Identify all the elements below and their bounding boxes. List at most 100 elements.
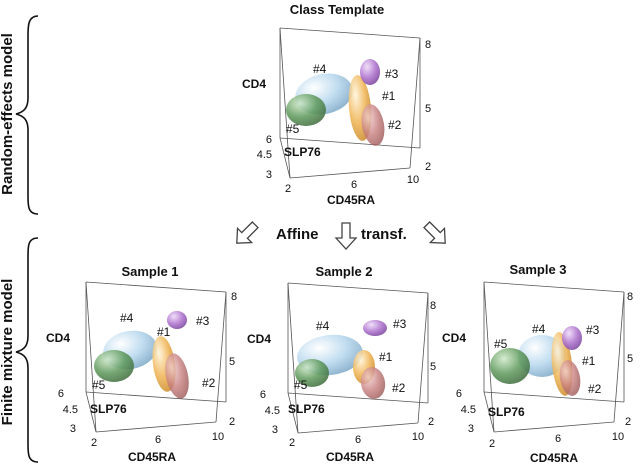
cd4-tick: 5 <box>627 353 633 365</box>
cluster-label-c5: #5 <box>286 122 300 136</box>
cluster-label-c2: #2 <box>202 376 216 390</box>
cluster-label-c3: #3 <box>385 67 399 81</box>
panel-title: Class Template <box>290 2 384 17</box>
cd4-tick: 8 <box>627 291 633 303</box>
cd45ra-tick: 2 <box>289 437 295 449</box>
cluster-ellipse-c5 <box>94 350 134 382</box>
cd4-tick: 2 <box>425 161 431 173</box>
cluster-ellipse-c5 <box>286 94 326 126</box>
cd45ra-tick: 6 <box>355 434 361 446</box>
cd45ra-tick: 6 <box>155 434 161 446</box>
cd4-tick: 2 <box>428 416 434 428</box>
cluster-label-c1: #1 <box>379 350 393 364</box>
arrow-middle <box>334 222 358 250</box>
cluster-label-c2: #2 <box>392 381 406 395</box>
plot-box <box>287 282 429 434</box>
axis-label-slp76: SLP76 <box>288 402 325 416</box>
cd4-tick: 8 <box>231 291 237 303</box>
cd4-tick: 2 <box>229 416 235 428</box>
axis-label-cd4: CD4 <box>242 77 266 91</box>
cluster-label-c4: #4 <box>316 319 330 333</box>
cd45ra-tick: 10 <box>212 431 224 443</box>
transf-label: transf. <box>361 226 407 243</box>
panel-sample-1: Sample 1 #4 #3 #1 #2 #5 CD4 SLP76 CD45RA… <box>46 264 237 464</box>
random-effects-label: Random-effects model <box>0 33 16 195</box>
cd4-tick: 8 <box>425 39 431 51</box>
axis-label-cd45ra: CD45RA <box>530 451 578 465</box>
cluster-ellipse-c5 <box>295 359 329 387</box>
cluster-label-c3: #3 <box>393 317 407 331</box>
panel-title: Sample 3 <box>509 262 566 277</box>
cluster-ellipse-c2 <box>361 104 385 146</box>
cluster-label-c4: #4 <box>120 311 134 325</box>
cd45ra-tick: 10 <box>612 431 624 443</box>
cd45ra-tick: 10 <box>412 431 424 443</box>
side-annotations: Random-effects model Finite mixture mode… <box>0 15 39 463</box>
cluster-ellipse-c5 <box>490 348 530 384</box>
cd45ra-tick: 10 <box>407 174 419 186</box>
cluster-label-c4: #4 <box>313 62 327 76</box>
cluster-label-c1: #1 <box>582 354 596 368</box>
cluster-ellipse-c2 <box>165 353 189 399</box>
transform-arrows: Affine transf. <box>236 221 446 250</box>
slp76-tick: 6 <box>260 389 266 401</box>
slp76-tick: 3 <box>70 423 76 435</box>
slp76-tick: 6 <box>456 388 462 400</box>
axis-label-cd4: CD4 <box>442 331 466 345</box>
cluster-ellipse-c3 <box>360 59 380 85</box>
slp76-tick: 4.5 <box>257 149 272 161</box>
panel-title: Sample 2 <box>315 264 372 279</box>
cluster-ellipse-c3 <box>562 326 582 350</box>
slp76-tick: 4.5 <box>461 404 476 416</box>
slp76-tick: 6 <box>266 134 272 146</box>
slp76-tick: 3 <box>272 424 278 436</box>
axis-label-cd45ra: CD45RA <box>326 450 374 464</box>
cluster-ellipse-c2 <box>559 360 581 396</box>
cluster-label-c3: #3 <box>196 314 210 328</box>
panel-title: Sample 1 <box>121 264 178 279</box>
cluster-label-c2: #2 <box>588 382 602 396</box>
slp76-tick: 3 <box>266 169 272 181</box>
plot-box <box>483 281 625 433</box>
cd45ra-tick: 2 <box>91 437 97 449</box>
panel-class-template: Class Template #4 #3 #1 #2 #5 CD4 SLP76 … <box>242 2 431 207</box>
cluster-ellipse-c3 <box>363 320 387 336</box>
slp76-tick: 3 <box>468 423 474 435</box>
cluster-label-c4: #4 <box>532 322 546 336</box>
affine-label: Affine <box>276 226 319 243</box>
cluster-label-c5: #5 <box>494 337 508 351</box>
plot-box <box>279 27 421 179</box>
cd4-tick: 5 <box>229 356 235 368</box>
cd4-tick: 5 <box>430 361 436 373</box>
cd4-tick: 2 <box>625 416 631 428</box>
cluster-label-c1: #1 <box>382 89 396 103</box>
cluster-label-c5: #5 <box>92 378 106 392</box>
slp76-tick: 4.5 <box>265 405 280 417</box>
upper-brace <box>15 15 39 215</box>
axis-label-slp76: SLP76 <box>90 402 127 416</box>
slp76-tick: 6 <box>58 388 64 400</box>
slp76-tick: 4.5 <box>63 404 78 416</box>
cluster-label-c3: #3 <box>586 323 600 337</box>
cd45ra-tick: 2 <box>489 438 495 450</box>
plot-box <box>85 281 227 433</box>
panel-sample-3: Sample 3 #4 #3 #1 #2 #5 CD4 SLP76 CD45RA… <box>442 262 633 465</box>
axis-label-slp76: SLP76 <box>488 405 525 419</box>
axis-label-cd45ra: CD45RA <box>327 193 375 207</box>
axis-label-cd4: CD4 <box>247 332 271 346</box>
arrow-right <box>423 221 446 244</box>
arrow-left <box>236 221 259 244</box>
cd4-tick: 8 <box>430 300 436 312</box>
cd45ra-tick: 2 <box>285 183 291 195</box>
lower-brace <box>15 237 39 463</box>
axis-label-slp76: SLP76 <box>284 145 321 159</box>
cluster-ellipse-c3 <box>167 311 187 329</box>
cd45ra-tick: 6 <box>351 179 357 191</box>
axis-label-cd45ra: CD45RA <box>128 450 176 464</box>
cd45ra-tick: 6 <box>555 433 561 445</box>
cluster-label-c5: #5 <box>294 378 308 392</box>
finite-mixture-label: Finite mixture model <box>0 279 16 426</box>
panel-sample-2: Sample 2 #4 #3 #1 #2 #5 CD4 SLP76 CD45RA… <box>247 264 436 464</box>
cluster-ellipse-c2 <box>360 367 386 399</box>
